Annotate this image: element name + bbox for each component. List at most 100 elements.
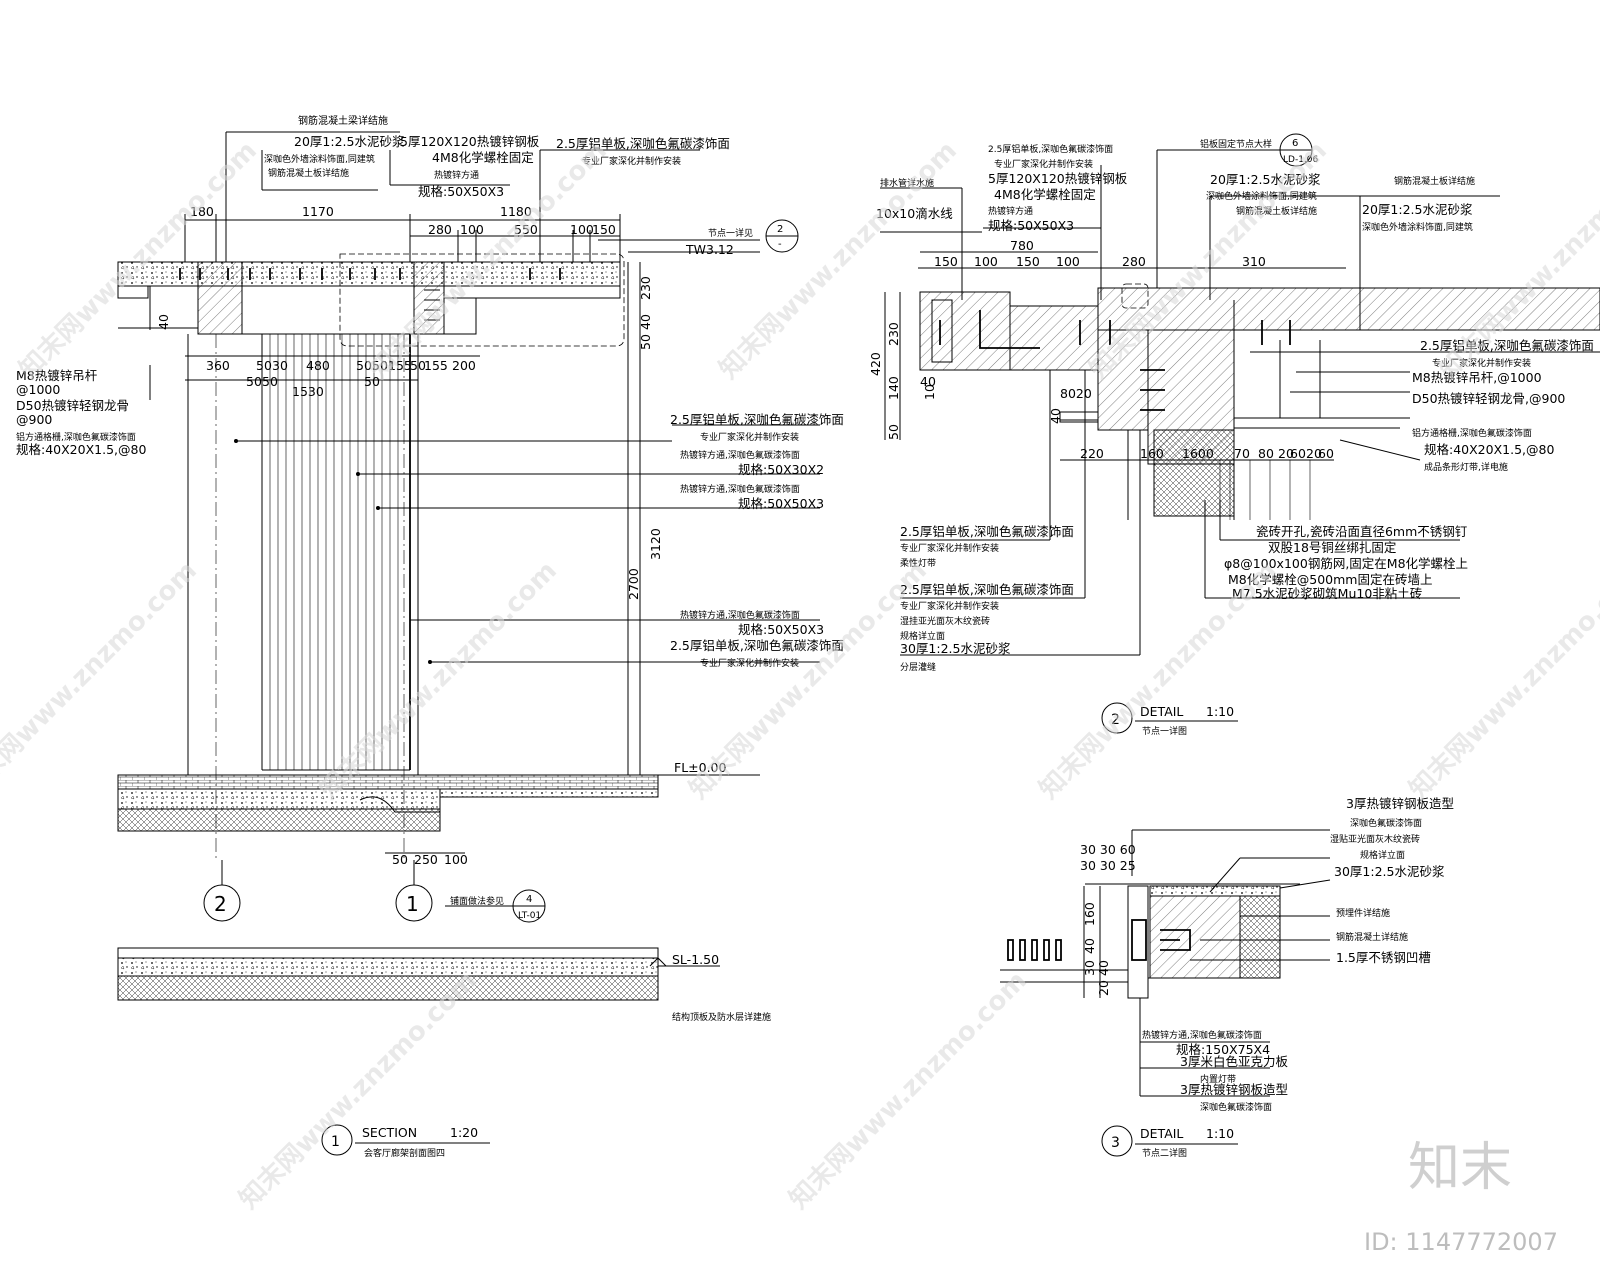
svg-text:D50热镀锌轻钢龙骨,@900: D50热镀锌轻钢龙骨,@900 xyxy=(1412,391,1565,406)
detail-3 xyxy=(1000,829,1331,1157)
svg-text:铝方通格栅,深咖色氟碳漆饰面: 铝方通格栅,深咖色氟碳漆饰面 xyxy=(1412,427,1532,439)
svg-text:230: 230 xyxy=(886,322,901,346)
svg-text:钢筋混凝土板详结施: 钢筋混凝土板详结施 xyxy=(1236,205,1317,217)
svg-text:5厚120X120热镀锌钢板: 5厚120X120热镀锌钢板 xyxy=(988,171,1128,186)
svg-text:1:20: 1:20 xyxy=(450,1125,478,1140)
svg-text:50: 50 xyxy=(392,852,408,867)
svg-text:40: 40 xyxy=(638,314,653,330)
svg-text:铝方通格栅,深咖色氟碳漆饰面: 铝方通格栅,深咖色氟碳漆饰面 xyxy=(16,431,136,443)
svg-text:M8热镀锌吊杆: M8热镀锌吊杆 xyxy=(16,368,98,383)
svg-text:4M8化学螺栓固定: 4M8化学螺栓固定 xyxy=(432,150,534,165)
title-bubble-3 xyxy=(1101,1125,1133,1157)
svg-text:20厚1:2.5水泥砂浆: 20厚1:2.5水泥砂浆 xyxy=(1210,172,1321,187)
svg-text:1: 1 xyxy=(331,1134,340,1150)
svg-text:10x10滴水线: 10x10滴水线 xyxy=(876,206,953,221)
svg-text:LT-01: LT-01 xyxy=(518,911,541,921)
svg-text:知末网www.znzmo.com: 知末网www.znzmo.com xyxy=(784,966,1033,1215)
svg-text:6: 6 xyxy=(1292,138,1298,149)
svg-text:2.5厚铝单板,深咖色氟碳漆饰面: 2.5厚铝单板,深咖色氟碳漆饰面 xyxy=(670,412,844,427)
svg-text:100: 100 xyxy=(1056,254,1080,269)
brand-logo: 知末 xyxy=(1408,1138,1512,1198)
svg-text:分层灌缝: 分层灌缝 xyxy=(900,661,936,673)
brick-wall xyxy=(1153,429,1235,517)
svg-text:@900: @900 xyxy=(16,412,52,427)
roof-slab-d2 xyxy=(1097,287,1600,331)
svg-text:30 30 25: 30 30 25 xyxy=(1080,858,1136,873)
svg-text:2.5厚铝单板,深咖色氟碳漆饰面: 2.5厚铝单板,深咖色氟碳漆饰面 xyxy=(900,524,1074,539)
svg-text:30: 30 xyxy=(1082,960,1097,976)
fl-level: FL±0.00 xyxy=(674,760,727,775)
svg-text:100: 100 xyxy=(974,254,998,269)
svg-text:40: 40 xyxy=(1096,960,1111,976)
svg-text:规格:50X50X3: 规格:50X50X3 xyxy=(738,496,824,511)
svg-text:480: 480 xyxy=(306,358,330,373)
svg-text:柔性灯带: 柔性灯带 xyxy=(900,557,936,569)
paving-layer xyxy=(117,774,659,790)
svg-text:780: 780 xyxy=(1010,238,1034,253)
svg-text:知末网www.znzmo.com: 知末网www.znzmo.com xyxy=(234,966,483,1215)
svg-text:20厚1:2.5水泥砂浆: 20厚1:2.5水泥砂浆 xyxy=(1362,202,1473,217)
sl-level: SL-1.50 xyxy=(672,952,719,967)
svg-text:规格:40X20X1.5,@80: 规格:40X20X1.5,@80 xyxy=(16,442,146,457)
svg-text:知末网www.znzmo.com: 知末网www.znzmo.com xyxy=(314,556,563,805)
svg-text:1: 1 xyxy=(406,892,419,916)
svg-text:LD-1.06: LD-1.06 xyxy=(1283,155,1319,165)
svg-text:20: 20 xyxy=(1096,980,1111,996)
svg-text:360: 360 xyxy=(206,358,230,373)
svg-text:310: 310 xyxy=(1242,254,1266,269)
svg-text:50: 50 xyxy=(356,358,372,373)
d3-title: DETAIL xyxy=(1140,1126,1183,1141)
concrete-d3 xyxy=(1149,895,1241,979)
svg-text:瓷砖开孔,瓷砖沿面直径6mm不锈钢钉: 瓷砖开孔,瓷砖沿面直径6mm不锈钢钉 xyxy=(1256,524,1468,539)
svg-text:热镀锌方通,深咖色氟碳漆饰面: 热镀锌方通,深咖色氟碳漆饰面 xyxy=(680,483,800,495)
section-1 xyxy=(117,131,820,1156)
svg-text:M7.5水泥砂浆砌筑Mu10非粘土砖: M7.5水泥砂浆砌筑Mu10非粘土砖 xyxy=(1232,586,1422,601)
svg-text:150: 150 xyxy=(934,254,958,269)
svg-text:155: 155 xyxy=(424,358,448,373)
svg-text:3厚热镀锌钢板造型: 3厚热镀锌钢板造型 xyxy=(1180,1082,1288,1097)
svg-text:3厚米白色亚克力板: 3厚米白色亚克力板 xyxy=(1180,1054,1288,1069)
tw-level: TW3.12 xyxy=(685,242,734,257)
svg-text:铺面做法参见: 铺面做法参见 xyxy=(450,895,504,907)
svg-text:30: 30 xyxy=(272,358,288,373)
svg-text:50: 50 xyxy=(256,358,272,373)
svg-text:20厚1:2.5水泥砂浆: 20厚1:2.5水泥砂浆 xyxy=(294,134,405,149)
s1-top-note: 钢筋混凝土梁详结施 xyxy=(298,114,388,127)
svg-text:1600: 1600 xyxy=(1182,446,1214,461)
beam-section xyxy=(919,291,1099,371)
svg-text:8020: 8020 xyxy=(1060,386,1092,401)
svg-text:专业厂家深化并制作安装: 专业厂家深化并制作安装 xyxy=(994,158,1093,170)
svg-text:420: 420 xyxy=(868,352,883,376)
svg-text:30厚1:2.5水泥砂浆: 30厚1:2.5水泥砂浆 xyxy=(900,641,1011,656)
d2-title: DETAIL xyxy=(1140,704,1183,719)
svg-text:双股18号铜丝绑扎固定: 双股18号铜丝绑扎固定 xyxy=(1268,540,1396,555)
id-label: ID: 1147772007 xyxy=(1364,1228,1558,1256)
svg-text:50: 50 xyxy=(886,424,901,440)
svg-text:规格详立面: 规格详立面 xyxy=(1360,849,1405,861)
svg-text:D50热镀锌轻钢龙骨: D50热镀锌轻钢龙骨 xyxy=(16,398,129,413)
svg-text:2.5厚铝单板,深咖色氟碳漆饰面: 2.5厚铝单板,深咖色氟碳漆饰面 xyxy=(670,638,844,653)
svg-text:热镀锌方通,深咖色氟碳漆饰面: 热镀锌方通,深咖色氟碳漆饰面 xyxy=(680,609,800,621)
svg-text:知末网www.znzmo.com: 知末网www.znzmo.com xyxy=(684,556,933,805)
svg-text:热镀锌方通,深咖色氟碳漆饰面: 热镀锌方通,深咖色氟碳漆饰面 xyxy=(1142,1029,1262,1041)
svg-text:1170: 1170 xyxy=(302,204,334,219)
svg-text:50: 50 xyxy=(410,358,426,373)
svg-text:40: 40 xyxy=(1082,938,1097,954)
svg-text:100: 100 xyxy=(460,222,484,237)
svg-text:100: 100 xyxy=(444,852,468,867)
svg-text:2700: 2700 xyxy=(626,568,641,600)
svg-text:专业厂家深化并制作安装: 专业厂家深化并制作安装 xyxy=(582,155,681,167)
svg-text:2: 2 xyxy=(777,224,783,235)
svg-text:钢筋混凝土板详结施: 钢筋混凝土板详结施 xyxy=(1394,175,1475,187)
svg-text:规格:50X50X3: 规格:50X50X3 xyxy=(418,184,504,199)
svg-text:40: 40 xyxy=(1048,408,1063,424)
svg-text:节点一详见: 节点一详见 xyxy=(708,227,753,239)
svg-text:60: 60 xyxy=(1318,446,1334,461)
svg-text:2: 2 xyxy=(1111,712,1120,728)
svg-text:3: 3 xyxy=(1111,1135,1120,1151)
svg-text:2.5厚铝单板,深咖色氟碳漆饰面: 2.5厚铝单板,深咖色氟碳漆饰面 xyxy=(900,582,1074,597)
grille-slats xyxy=(1007,939,1062,961)
svg-text:专业厂家深化并制作安装: 专业厂家深化并制作安装 xyxy=(700,657,799,669)
